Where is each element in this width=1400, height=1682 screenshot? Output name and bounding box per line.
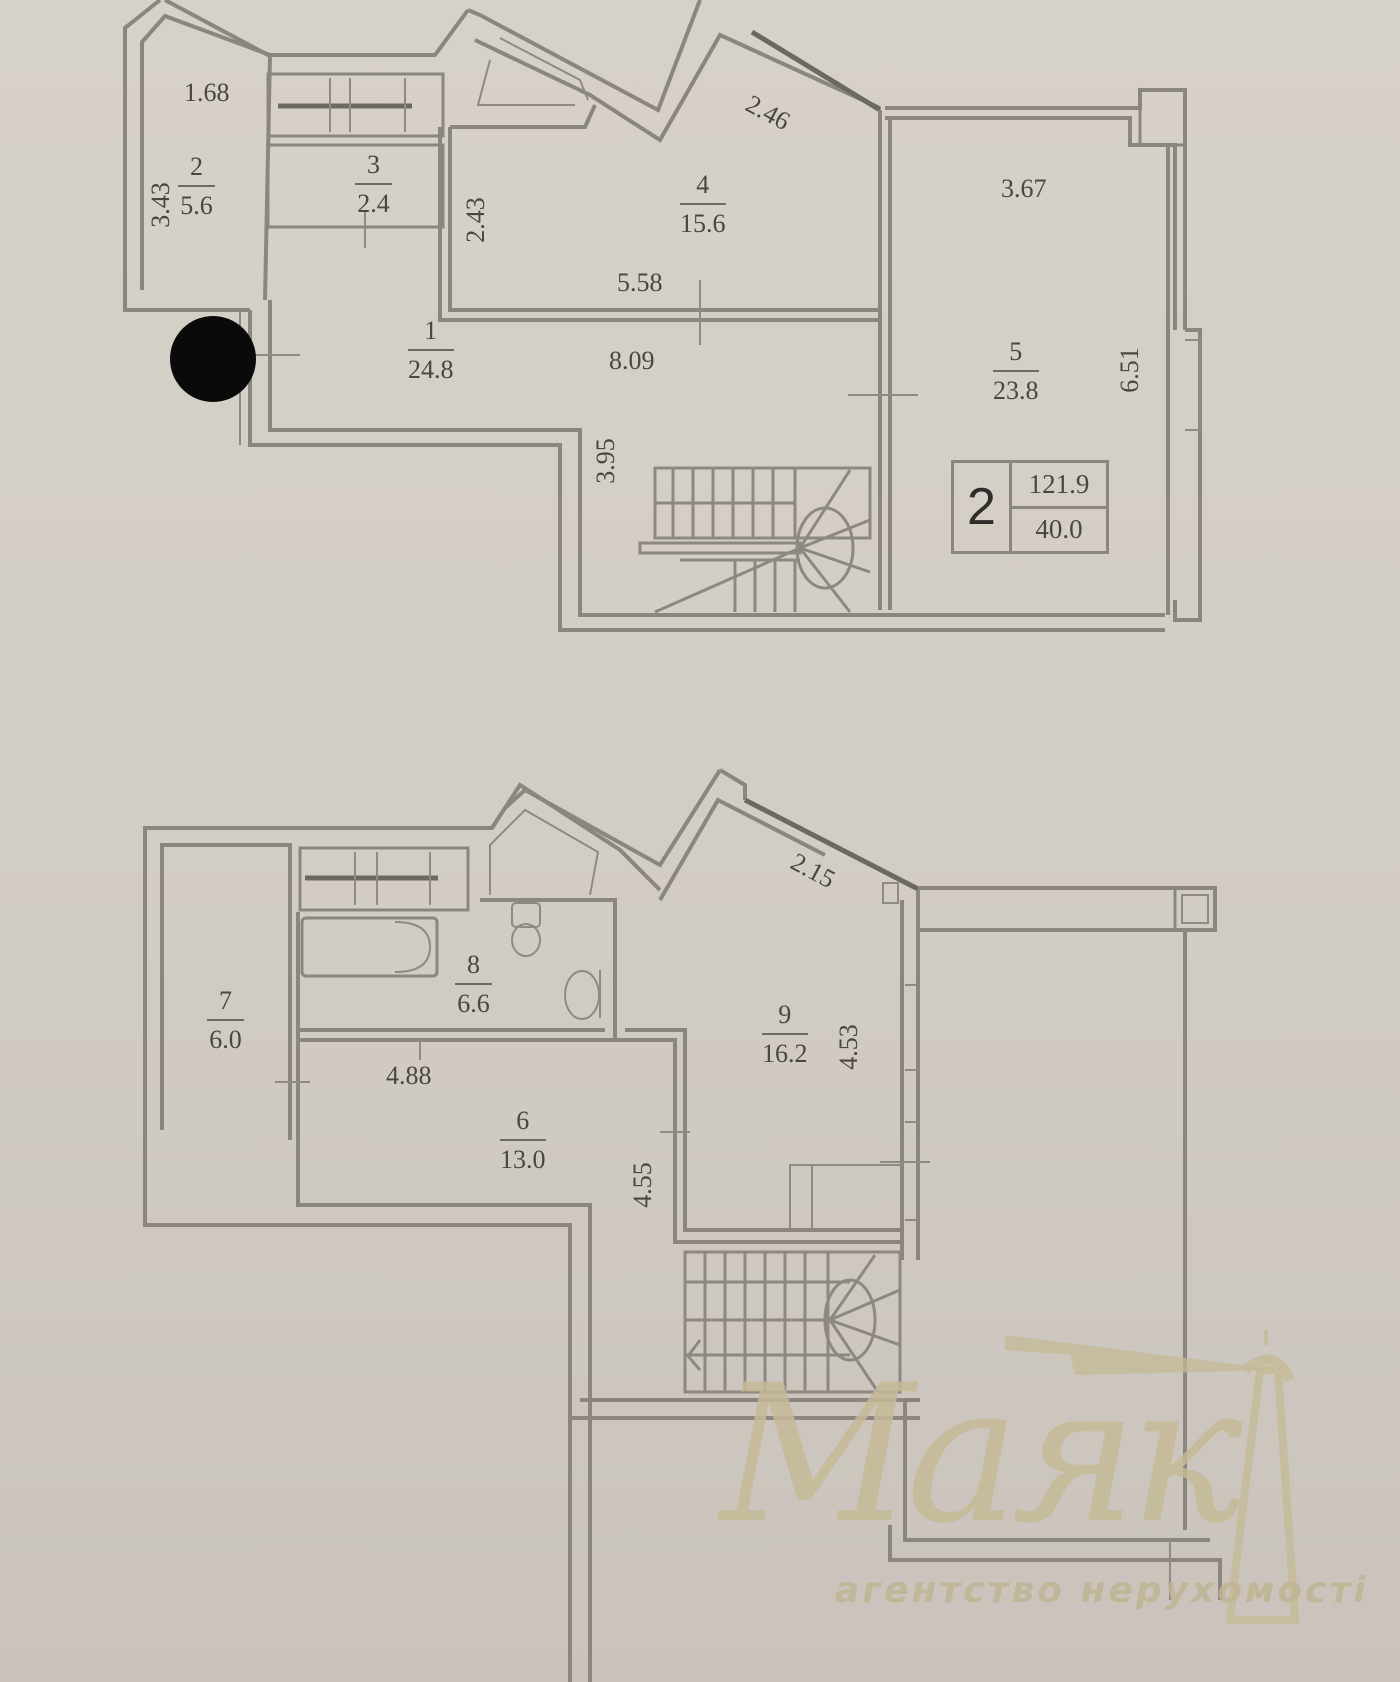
room-number: 9 — [762, 1000, 808, 1035]
rooms-count: 2 — [954, 463, 1012, 551]
room-area: 24.8 — [408, 355, 454, 384]
room-area: 6.0 — [209, 1025, 242, 1054]
dimension-label: 3.67 — [1001, 174, 1047, 203]
room-area: 6.6 — [457, 989, 490, 1018]
room-number: 5 — [993, 337, 1039, 372]
room-area: 5.6 — [180, 191, 213, 220]
dimension-label: 5.58 — [617, 268, 663, 297]
room-number: 7 — [207, 986, 244, 1021]
room-3-label: 3 2.4 — [355, 150, 392, 219]
room-area: 2.4 — [357, 189, 390, 218]
dimension-label: 3.43 — [145, 182, 175, 228]
room-number: 6 — [500, 1106, 546, 1141]
room-5-label: 5 23.8 — [993, 337, 1039, 406]
dimension-label: 4.55 — [627, 1162, 657, 1208]
apartment-summary-box: 2 121.9 40.0 — [951, 460, 1109, 554]
dimension-label: 3.95 — [590, 438, 620, 484]
room-4-label: 4 15.6 — [680, 170, 726, 239]
room-8-label: 8 6.6 — [455, 950, 492, 1019]
dimension-label: 1.68 — [184, 78, 230, 107]
room-area: 23.8 — [993, 376, 1039, 405]
room-number: 3 — [355, 150, 392, 185]
room-area: 13.0 — [500, 1145, 546, 1174]
room-2-label: 2 5.6 — [178, 152, 215, 221]
room-7-label: 7 6.0 — [207, 986, 244, 1055]
upper-stairs — [638, 466, 872, 614]
room-1-label: 1 24.8 — [408, 316, 454, 385]
room-number: 2 — [178, 152, 215, 187]
dimension-label: 6.51 — [1114, 347, 1144, 393]
dimension-label: 4.53 — [833, 1024, 863, 1070]
room-6-label: 6 13.0 — [500, 1106, 546, 1175]
lower-stairs — [683, 1250, 902, 1394]
room-number: 8 — [455, 950, 492, 985]
room-number: 4 — [680, 170, 726, 205]
dimension-label: 4.88 — [386, 1061, 432, 1090]
upper-level-walls — [123, 0, 1222, 1682]
dimension-label: 8.09 — [609, 346, 655, 375]
room-area: 16.2 — [762, 1039, 808, 1068]
entrance-marker — [170, 316, 256, 402]
living-area: 40.0 — [1035, 514, 1083, 545]
total-area: 121.9 — [1012, 463, 1106, 509]
room-area: 15.6 — [680, 209, 726, 238]
room-9-label: 9 16.2 — [762, 1000, 808, 1069]
room-number: 1 — [408, 316, 454, 351]
dimension-label: 2.43 — [460, 197, 490, 243]
